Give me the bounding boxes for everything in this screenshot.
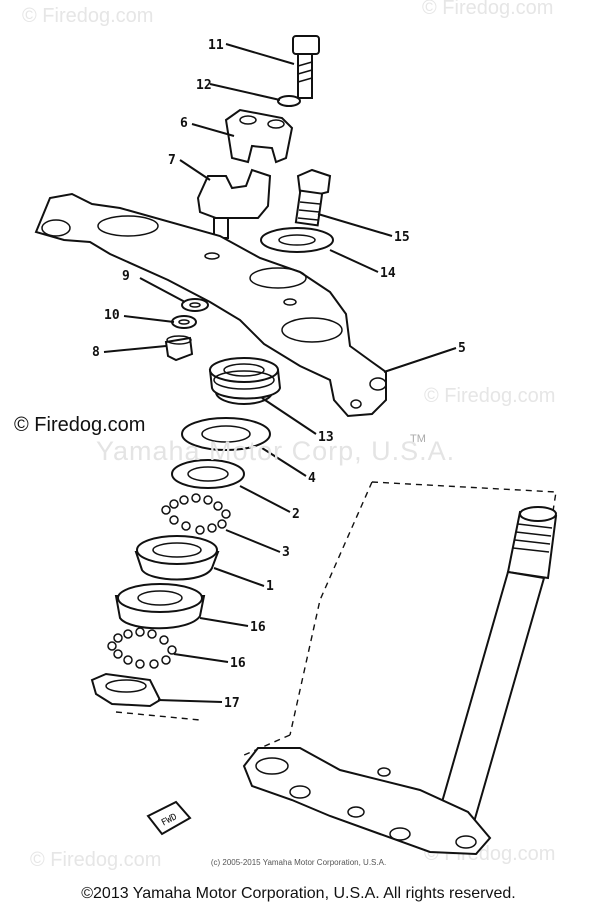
callout-14: 14	[380, 266, 396, 281]
callout-10: 10	[104, 308, 120, 323]
copyright-small: (c) 2005-2015 Yamaha Motor Corporation, …	[210, 858, 387, 867]
callout-11: 11	[208, 38, 224, 53]
part-holder-6	[224, 108, 294, 164]
part-ball-bearings-3	[161, 493, 231, 535]
part-bracket-5	[34, 192, 387, 418]
callout-8: 8	[92, 345, 100, 360]
part-race-1	[134, 535, 220, 581]
callout-7: 7	[168, 153, 176, 168]
callout-9: 9	[122, 269, 130, 284]
watermark-mid-right: © Firedog.com	[424, 385, 555, 407]
part-steering-stem	[242, 506, 558, 856]
part-seal-17	[90, 672, 162, 708]
callout-2: 2	[292, 507, 300, 522]
callout-12: 12	[196, 78, 212, 93]
part-washer-9	[181, 298, 209, 312]
watermark-brand: Yamaha Motor Corp, U.S.A.	[96, 436, 456, 466]
part-race-16	[114, 583, 206, 630]
callout-16-balls: 16	[230, 656, 246, 671]
trademark-mark: TM	[410, 433, 426, 445]
part-collar-8	[164, 335, 194, 362]
part-ball-bearings-16	[107, 627, 177, 669]
part-washer-12	[277, 95, 301, 107]
callout-15-top: 15	[394, 230, 410, 245]
callout-3: 3	[282, 545, 290, 560]
part-race-2	[171, 459, 245, 489]
watermark-bottom-left: © Firedog.com	[30, 849, 161, 871]
part-bolt-11	[292, 35, 320, 99]
watermark-firedog-prominent: © Firedog.com	[14, 414, 146, 436]
part-bolt-15	[294, 168, 332, 227]
forward-arrow: FWD	[146, 800, 192, 836]
copyright-footer: ©2013 Yamaha Motor Corporation, U.S.A. A…	[81, 885, 516, 902]
assembly-dashed-outline	[115, 481, 557, 757]
part-cover-13	[208, 357, 282, 405]
callout-4: 4	[308, 471, 316, 486]
callout-1: 1	[266, 579, 274, 594]
callout-16-race: 16	[250, 620, 266, 635]
leader-lines	[103, 43, 457, 703]
watermark-top-right: © Firedog.com	[422, 0, 553, 19]
watermark-top-left: © Firedog.com	[22, 5, 153, 27]
part-holder-7	[196, 168, 272, 239]
callout-5: 5	[458, 341, 466, 356]
part-nut-10	[171, 315, 197, 329]
callout-6: 6	[180, 116, 188, 131]
part-washer-14	[260, 227, 334, 253]
callout-13: 13	[318, 430, 334, 445]
part-race-4	[181, 417, 271, 451]
callout-17: 17	[224, 696, 240, 711]
